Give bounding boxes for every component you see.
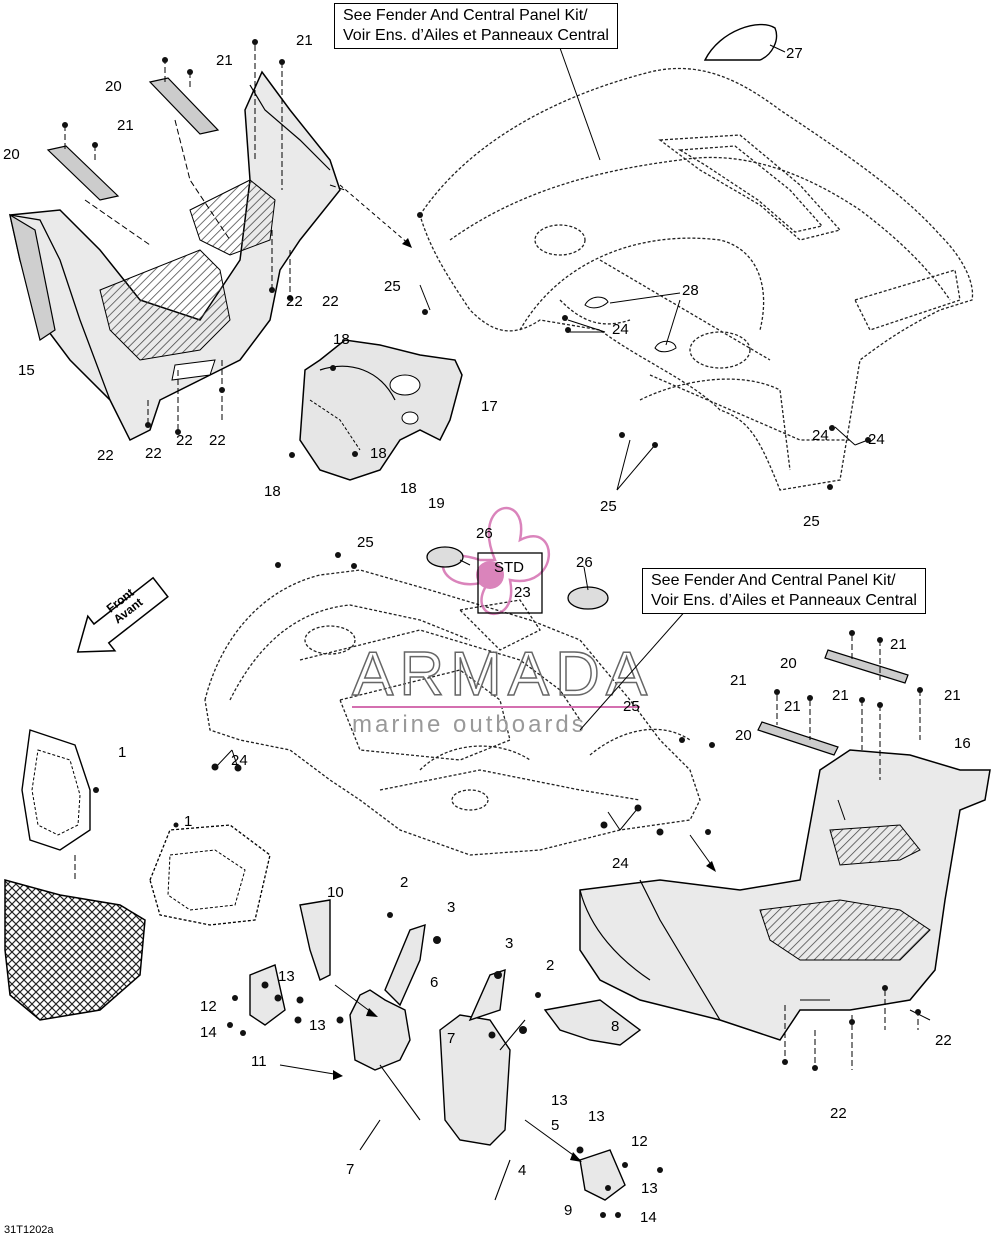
label-3: 3 [447, 899, 455, 916]
label-12: 12 [200, 998, 217, 1015]
callout-mid-line1: See Fender And Central Panel Kit/ [651, 572, 896, 589]
footrest-rail-20-right [757, 649, 909, 756]
label-9: 9 [564, 1202, 572, 1219]
label-24: 24 [612, 321, 629, 338]
label-15: 15 [18, 362, 35, 379]
label-7: 7 [447, 1030, 455, 1047]
label-25: 25 [803, 513, 820, 530]
label-20: 20 [3, 146, 20, 163]
label-12: 12 [631, 1133, 648, 1150]
callout-mid-line2: Voir Ens. d’Ailes et Panneaux Central [651, 592, 917, 609]
label-22: 22 [322, 293, 339, 310]
label-13: 13 [309, 1017, 326, 1034]
front-direction-arrow [76, 576, 169, 653]
label-24: 24 [812, 427, 829, 444]
front-fender-outline [204, 569, 701, 856]
label-28: 28 [682, 282, 699, 299]
label-24: 24 [231, 752, 248, 769]
label-24: 24 [612, 855, 629, 872]
label-21: 21 [117, 117, 134, 134]
label-14: 14 [640, 1209, 657, 1226]
label-18: 18 [400, 480, 417, 497]
label-13: 13 [278, 968, 295, 985]
label-7: 7 [346, 1161, 354, 1178]
label-21: 21 [216, 52, 233, 69]
watermark-brand: ARMADA [352, 640, 653, 709]
label-18: 18 [370, 445, 387, 462]
label-2: 2 [400, 874, 408, 891]
label-13: 13 [551, 1092, 568, 1109]
label-16: 16 [954, 735, 971, 752]
label-10: 10 [327, 884, 344, 901]
label-22: 22 [830, 1105, 847, 1122]
std-box [477, 552, 543, 614]
callout-top-line1: See Fender And Central Panel Kit/ [343, 7, 588, 24]
rear-fender-outline [419, 67, 974, 491]
label-25: 25 [623, 698, 640, 715]
label-22: 22 [286, 293, 303, 310]
fender-kit-callout-top: See Fender And Central Panel Kit/ Voir E… [334, 3, 618, 49]
label-5: 5 [551, 1117, 559, 1134]
label-21: 21 [832, 687, 849, 704]
footrest-rail-20 [46, 77, 220, 201]
label-17: 17 [481, 398, 498, 415]
label-20: 20 [105, 78, 122, 95]
label-8: 8 [611, 1018, 619, 1035]
label-25: 25 [357, 534, 374, 551]
right-footwell [579, 749, 991, 1041]
label-27: 27 [786, 45, 803, 62]
label-21: 21 [296, 32, 313, 49]
label-22: 22 [176, 432, 193, 449]
watermark-tagline: marine outboards [352, 711, 587, 738]
front-frame-assembly [249, 899, 642, 1201]
label-1: 1 [118, 744, 126, 761]
diagram-reference-code: 31T1202a [4, 1224, 54, 1236]
left-footwell [9, 70, 341, 442]
label-23: 23 [514, 584, 531, 601]
label-2: 2 [546, 957, 554, 974]
label-11: 11 [251, 1053, 267, 1070]
label-18: 18 [333, 331, 350, 348]
label-21: 21 [730, 672, 747, 689]
label-20: 20 [735, 727, 752, 744]
label-13: 13 [588, 1108, 605, 1125]
std-label: STD [494, 559, 524, 576]
label-4: 4 [518, 1162, 526, 1179]
part-number-labels: 1 1 2 2 3 3 4 5 6 7 7 8 9 10 11 12 12 13… [3, 32, 971, 1226]
label-26: 26 [576, 554, 593, 571]
label-21: 21 [890, 636, 907, 653]
label-24: 24 [868, 431, 885, 448]
label-21: 21 [784, 698, 801, 715]
label-1: 1 [184, 813, 192, 830]
splash-shield-17 [299, 339, 463, 481]
label-3: 3 [505, 935, 513, 952]
label-6: 6 [430, 974, 438, 991]
label-25: 25 [384, 278, 401, 295]
label-19: 19 [428, 495, 445, 512]
callout-top-line2: Voir Ens. d’Ailes et Panneaux Central [343, 27, 609, 44]
label-26: 26 [476, 525, 493, 542]
front-grille [4, 729, 271, 1021]
label-13: 13 [641, 1180, 658, 1197]
label-18: 18 [264, 483, 281, 500]
label-22: 22 [145, 445, 162, 462]
label-22: 22 [97, 447, 114, 464]
label-22: 22 [935, 1032, 952, 1049]
label-20: 20 [780, 655, 797, 672]
watermark-logo [441, 506, 551, 616]
label-14: 14 [200, 1024, 217, 1041]
label-25: 25 [600, 498, 617, 515]
label-22: 22 [209, 432, 226, 449]
label-21: 21 [944, 687, 961, 704]
fender-kit-callout-mid: See Fender And Central Panel Kit/ Voir E… [642, 568, 926, 614]
